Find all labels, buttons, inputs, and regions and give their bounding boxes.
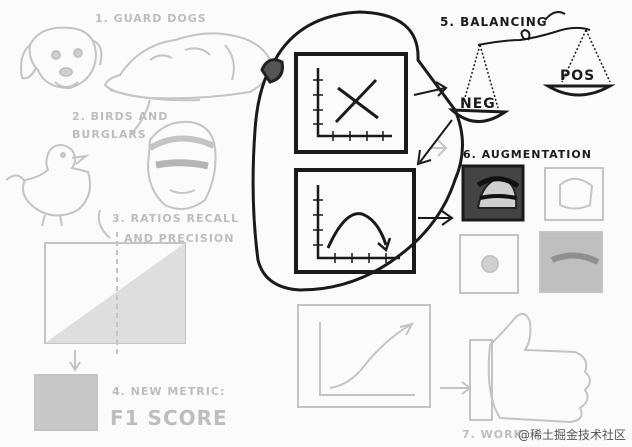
augmented-burglar-thumbnail <box>463 166 523 220</box>
tradeoff-chart <box>296 54 406 152</box>
step-2-label-line1: 2. BIRDS AND <box>72 110 168 123</box>
arrow-down-left <box>418 120 452 164</box>
arrow-to-balance <box>414 82 446 96</box>
step-2-label-line2: BURGLARS <box>72 128 147 141</box>
step-3-label-line1: 3. RATIOS RECALL <box>112 212 239 225</box>
step-5-label: 5. BALANCING <box>440 15 548 29</box>
f1-score-square <box>35 350 97 430</box>
step-6-label: 6. AUGMENTATION <box>463 148 592 161</box>
burglar-drawing <box>148 122 216 209</box>
step-1-label: 1. GUARD DOGS <box>95 12 207 25</box>
duck-bird-drawing <box>6 145 90 226</box>
thumbs-up-drawing <box>440 314 590 422</box>
guard-dog-head-drawing <box>21 28 101 88</box>
arrow-to-augmentation <box>418 211 452 225</box>
watermark: @稀土掘金技术社区 <box>518 426 626 443</box>
f1-score-label: F1 SCORE <box>110 406 228 430</box>
step-3-label-line2: AND PRECISION <box>124 232 234 245</box>
final-curve-chart <box>298 305 430 407</box>
neg-scale-label: NEG <box>460 96 496 112</box>
step-7-label: 7. WORK <box>462 428 523 441</box>
sleeping-dog-drawing <box>105 33 270 100</box>
pos-scale-label: POS <box>560 68 595 84</box>
step-4-label: 4. NEW METRIC: <box>112 385 225 398</box>
faded-background-panels <box>6 28 603 430</box>
